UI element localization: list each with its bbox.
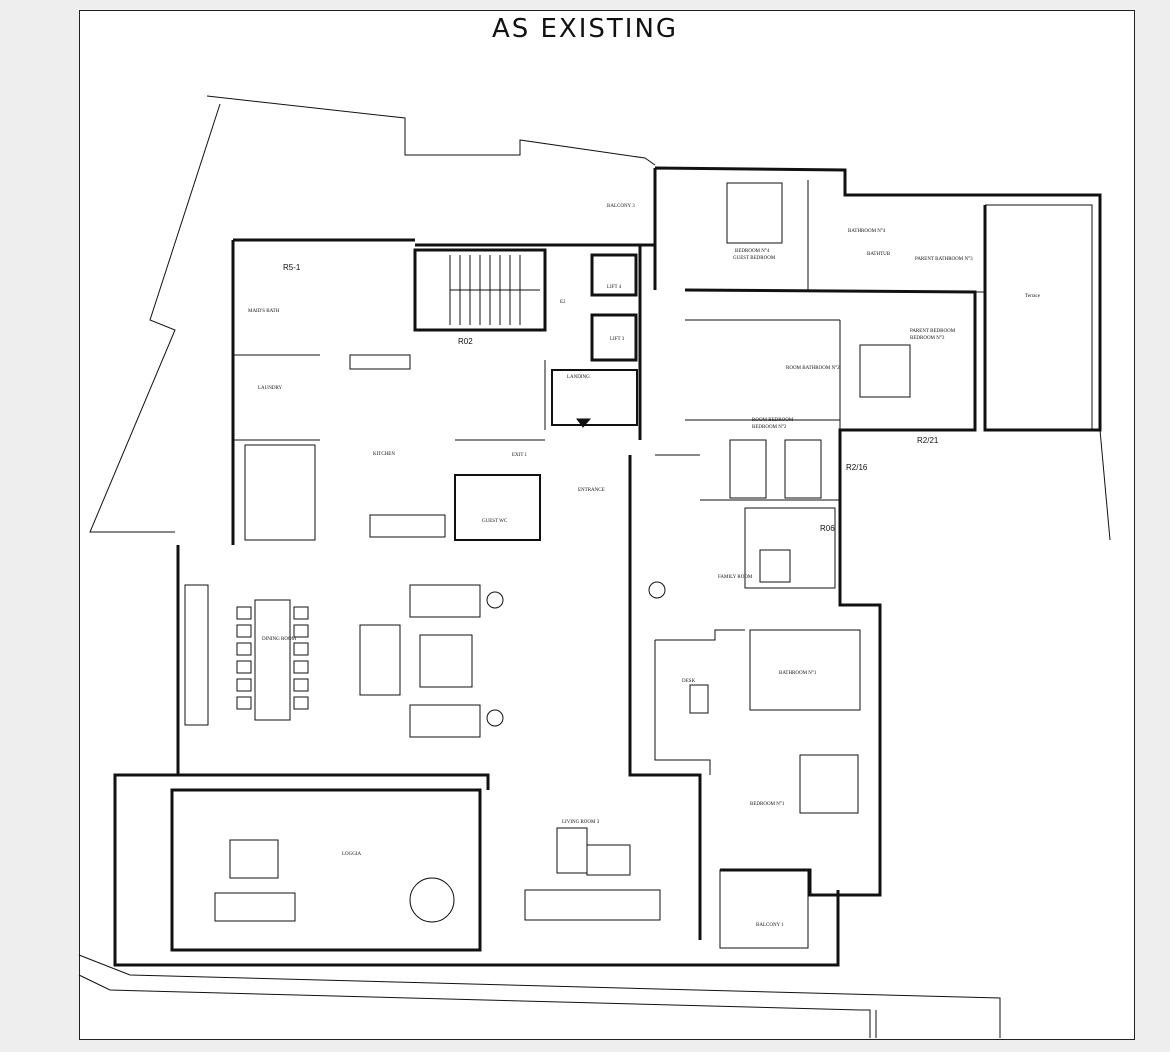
- label-desk: DESK: [682, 679, 695, 684]
- outer-wall-bedrooms: [684, 288, 977, 897]
- family-column: [648, 581, 666, 599]
- label-lift-4: LIFT 4: [607, 285, 622, 290]
- living-sofa-bottom: [409, 704, 481, 738]
- living-coffee-table: [419, 634, 473, 688]
- landing-box: [551, 369, 638, 426]
- living-room-3-table: [556, 827, 588, 874]
- label-room-bathroom-2: ROOM BATHROOM N°2: [786, 366, 840, 371]
- label-entrance: ENTRANCE: [578, 488, 605, 493]
- living-sofa-left: [359, 624, 401, 696]
- label-bathroom-4: BATHROOM N°4: [848, 229, 886, 234]
- kitchen-island: [349, 354, 411, 370]
- tag-r02: R02: [458, 337, 473, 346]
- dining-table: [254, 599, 291, 721]
- guest-wc: [454, 474, 541, 541]
- living-interior: [654, 629, 745, 775]
- bedroom-1-bed: [799, 754, 859, 814]
- bedroom-2-bed-b: [784, 439, 822, 499]
- bedroom-2-bed-a: [729, 439, 767, 499]
- label-e2: E2: [560, 300, 566, 305]
- lift-4: [590, 253, 638, 297]
- label-bedroom-4: BEDROOM N°4: [735, 249, 770, 254]
- label-living-room: LIVING ROOM 3: [562, 820, 600, 825]
- living-chair-round-b: [486, 709, 504, 727]
- stair-core: [413, 248, 547, 332]
- living-room-3-counter: [586, 844, 631, 876]
- entrance-arrow: [576, 418, 592, 428]
- loggia-sofa: [214, 892, 296, 922]
- drawing-title: AS EXISTING: [491, 14, 679, 44]
- desk-box: [689, 684, 709, 714]
- revision-tags: R5-1 R02 R06 R2/16 R2/21: [283, 263, 939, 533]
- label-maids-bath: MAID'S BATH: [248, 309, 280, 314]
- family-sofa: [744, 507, 836, 589]
- bedroom-4-bed: [726, 182, 783, 244]
- interior-partitions: [233, 180, 985, 501]
- outer-wall-terrace: [985, 204, 1111, 541]
- loggia-table: [229, 839, 279, 879]
- label-bedroom-3: BEDROOM N°3: [910, 336, 945, 341]
- site-boundary: [206, 95, 656, 166]
- room-labels: BALCONY 3 BEDROOM N°4 GUEST BEDROOM BATH…: [248, 204, 1041, 928]
- family-table: [759, 549, 791, 583]
- label-dining-room: DINING ROOM: [262, 637, 297, 642]
- label-guest-wc: GUEST WC: [482, 519, 508, 524]
- tag-r06: R06: [820, 524, 835, 533]
- bathroom-1: [749, 629, 861, 711]
- label-terrace: Terrace: [1025, 294, 1041, 299]
- label-parent-bedroom: PARENT BEDROOM: [910, 329, 956, 334]
- kitchen-counter: [369, 514, 446, 538]
- west-window: [184, 584, 209, 726]
- label-balcony-3: BALCONY 3: [607, 204, 635, 209]
- living-chair-round-a: [486, 591, 504, 609]
- label-bedroom-2: BEDROOM N°2: [752, 425, 787, 430]
- dining-chairs: [236, 606, 309, 710]
- label-landing: LANDING: [567, 375, 590, 380]
- label-family-room: FAMILY ROOM: [718, 575, 753, 580]
- label-kitchen: KITCHEN: [373, 452, 395, 457]
- tag-r2-21: R2/21: [917, 436, 939, 445]
- label-lift-3: LIFT 3: [610, 337, 625, 342]
- outer-wall-kitchen-wing: [231, 238, 655, 545]
- loggia-round-table: [409, 877, 455, 923]
- label-bathtub: BATHTUB: [867, 252, 891, 257]
- bedroom-3-bed: [859, 344, 911, 398]
- label-room-bedroom: ROOM BEDROOM: [752, 418, 794, 423]
- tag-r5-1: R5-1: [283, 263, 301, 272]
- tag-r2-16: R2/16: [846, 463, 868, 472]
- label-parent-bathroom: PARENT BATHROOM N°3: [915, 257, 973, 262]
- site-boundary-south: [78, 954, 1001, 1038]
- site-boundary-west: [89, 103, 221, 533]
- label-bathroom-1: BATHROOM N°1: [779, 671, 817, 676]
- drawing-sheet: [79, 10, 1135, 1040]
- label-balcony-1: BALCONY 1: [756, 923, 784, 928]
- label-loggia: LOGGIA: [342, 852, 362, 857]
- label-guest-bedroom: GUEST BEDROOM: [733, 256, 776, 261]
- loggia-wall: [170, 788, 482, 952]
- label-bedroom-1: BEDROOM N°1: [750, 802, 785, 807]
- outer-wall-living: [113, 455, 840, 967]
- living-room-3-sofa: [524, 889, 661, 921]
- label-laundry: LAUNDRY: [258, 386, 283, 391]
- balcony-1-deck: [719, 869, 809, 949]
- label-exit-1: EXIT 1: [512, 453, 528, 458]
- stair-treads: [449, 255, 540, 325]
- living-sofa-top: [409, 584, 481, 618]
- lift-3: [590, 313, 638, 362]
- outer-wall-east-wing: [653, 166, 1102, 432]
- kitchen-tall-units: [244, 444, 316, 541]
